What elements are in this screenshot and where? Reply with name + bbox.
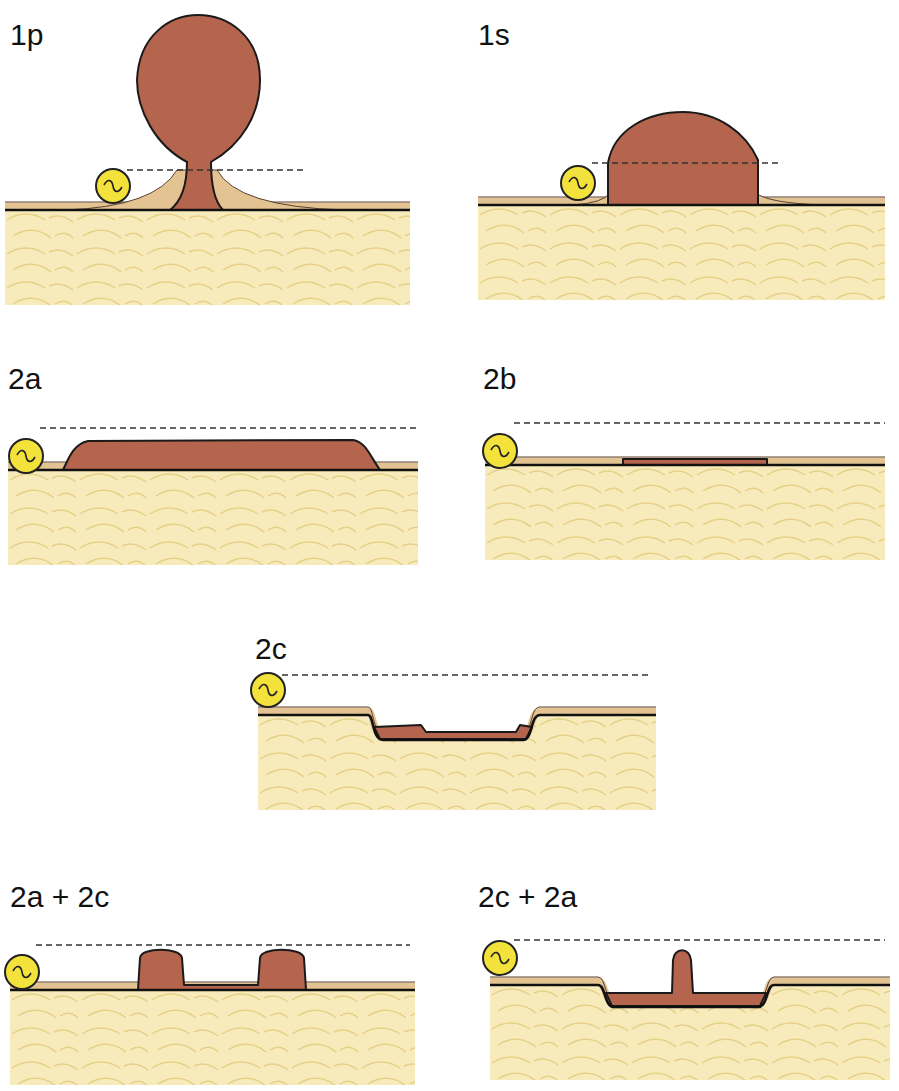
forceps-reference bbox=[251, 673, 285, 707]
lesion-panel bbox=[483, 940, 890, 1080]
forceps-reference bbox=[483, 434, 517, 468]
mucosa-surface bbox=[258, 707, 656, 732]
forceps-reference bbox=[561, 166, 595, 200]
mucosa-surface bbox=[485, 457, 885, 458]
forceps-reference bbox=[9, 439, 43, 473]
height-reference bbox=[514, 422, 885, 424]
forceps-reference bbox=[5, 955, 39, 989]
lesion-panel bbox=[5, 945, 415, 1085]
lesion-panel bbox=[5, 15, 410, 305]
lesion bbox=[608, 112, 758, 205]
muscularis-line bbox=[478, 204, 885, 207]
submucosa bbox=[258, 715, 656, 810]
forceps-mark bbox=[491, 953, 509, 964]
lesion bbox=[606, 950, 766, 1006]
height-reference bbox=[36, 944, 410, 946]
tissue-texture bbox=[10, 990, 415, 1085]
muscularis-line bbox=[8, 469, 418, 472]
panel-label: 2a bbox=[8, 364, 41, 394]
forceps-mark bbox=[17, 451, 35, 462]
lesion-panel bbox=[8, 428, 418, 565]
height-reference bbox=[127, 169, 305, 171]
mucosa-surface bbox=[10, 982, 415, 983]
submucosa bbox=[5, 210, 410, 305]
panel-label: 1p bbox=[10, 20, 43, 50]
tissue-texture bbox=[478, 205, 885, 300]
muscularis-line bbox=[5, 209, 410, 212]
forceps-reference bbox=[96, 169, 130, 203]
muscularis-line bbox=[490, 985, 890, 1007]
tissue-texture bbox=[258, 715, 656, 810]
height-reference bbox=[592, 162, 778, 164]
mucosa bbox=[485, 458, 885, 465]
submucosa bbox=[478, 205, 885, 300]
muscularis-line bbox=[10, 989, 415, 992]
panel-label: 2b bbox=[483, 364, 516, 394]
forceps-mark bbox=[491, 446, 509, 457]
forceps-mark bbox=[13, 967, 31, 978]
tissue-texture bbox=[5, 210, 410, 305]
submucosa bbox=[10, 990, 415, 1085]
tissue-texture bbox=[485, 465, 885, 560]
forceps-mark bbox=[104, 181, 122, 192]
forceps-reference bbox=[483, 941, 517, 975]
submucosa bbox=[485, 465, 885, 560]
submucosa bbox=[8, 470, 418, 565]
forceps-mark bbox=[259, 685, 277, 696]
lesion bbox=[137, 15, 260, 210]
panel-label: 1s bbox=[478, 20, 510, 50]
muscularis-line bbox=[485, 464, 885, 467]
lesion bbox=[374, 725, 532, 739]
panel-label: 2c bbox=[255, 634, 287, 664]
panel-label: 2c + 2a bbox=[478, 882, 577, 912]
height-reference bbox=[40, 427, 418, 429]
height-reference bbox=[282, 674, 648, 676]
lesion bbox=[63, 440, 380, 470]
tissue-texture bbox=[8, 470, 418, 565]
height-reference bbox=[514, 939, 885, 941]
lesion-panel bbox=[251, 673, 656, 810]
panel-label: 2a + 2c bbox=[10, 882, 109, 912]
forceps-mark bbox=[569, 178, 587, 189]
lesion-panel bbox=[483, 423, 885, 560]
lesion-panel bbox=[478, 112, 885, 300]
muscularis-line bbox=[258, 715, 656, 740]
lesion bbox=[138, 950, 306, 990]
